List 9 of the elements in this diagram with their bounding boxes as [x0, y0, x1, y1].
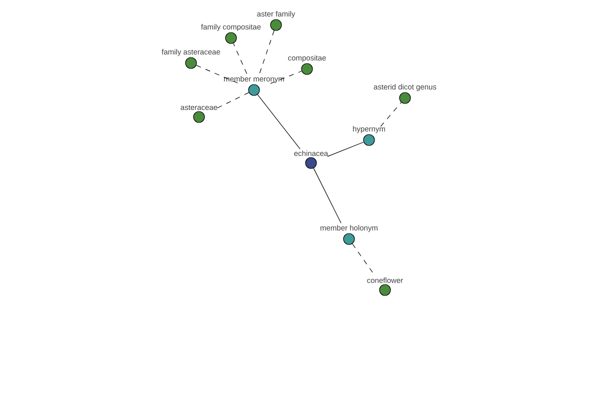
connector-line	[233, 43, 248, 74]
connector-line	[313, 168, 342, 224]
connector-line	[270, 70, 302, 84]
connector-line	[214, 92, 250, 110]
connector-line	[380, 102, 402, 127]
connector-line	[196, 65, 238, 84]
connector-line	[257, 94, 300, 150]
connector-line	[327, 142, 364, 157]
connector-line	[259, 30, 274, 74]
